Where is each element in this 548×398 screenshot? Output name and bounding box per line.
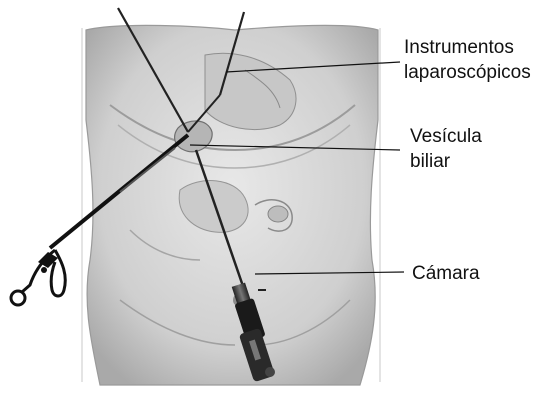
label-instrumentos-line2: laparoscópicos [404, 60, 531, 85]
label-camara: Cámara [412, 261, 480, 286]
label-vesicula: Vesícula biliar [410, 124, 482, 174]
torso [86, 25, 378, 385]
label-instrumentos-line1: Instrumentos [404, 35, 531, 60]
label-instrumentos: Instrumentos laparoscópicos [404, 35, 531, 85]
label-vesicula-line2: biliar [410, 149, 482, 174]
label-vesicula-line1: Vesícula [410, 124, 482, 149]
label-camara-line1: Cámara [412, 261, 480, 286]
